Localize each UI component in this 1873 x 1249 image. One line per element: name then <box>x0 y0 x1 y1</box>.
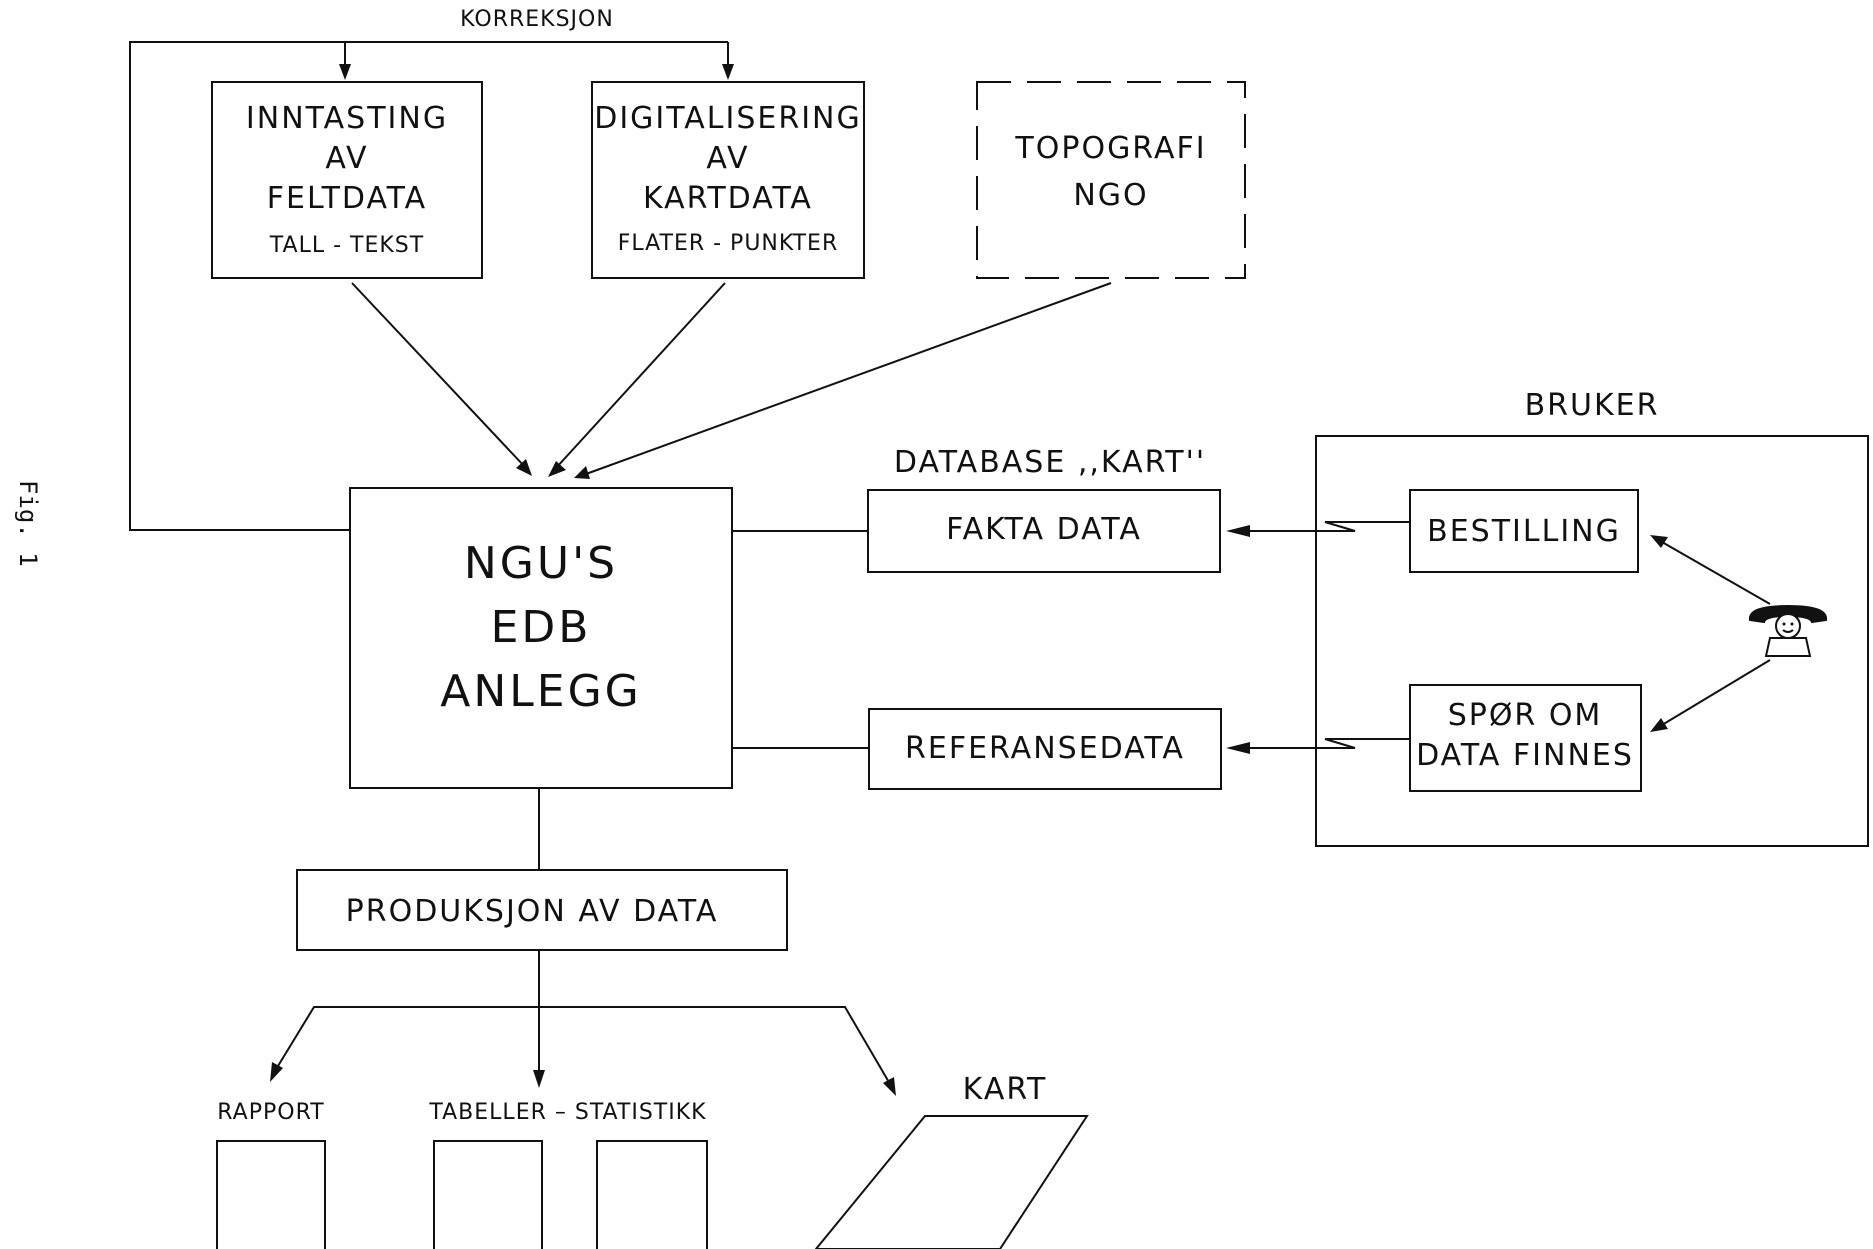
edb-line1: NGU'S <box>464 538 618 589</box>
korreksjon-label: KORREKSJON <box>460 7 614 32</box>
spor-line1: SPØR OM <box>1448 698 1603 733</box>
telephone-icon <box>1748 604 1828 657</box>
topografi-line2: NGO <box>1073 178 1148 213</box>
inntasting-line3: FELTDATA <box>267 181 427 216</box>
bruker-group: BRUKER BESTILLING SPØR OM DATA FINNES <box>1226 388 1869 847</box>
figure-label: Fig. 1 <box>14 480 42 567</box>
referansedata-label: REFERANSEDATA <box>905 731 1185 766</box>
tabeller-label: TABELLER – STATISTIKK <box>428 1100 706 1125</box>
database-group: DATABASE ,,KART'' FAKTA DATA REFERANSEDA… <box>732 445 1222 790</box>
digitalisering-line1: DIGITALISERING <box>594 101 862 136</box>
outputs-group: RAPPORT TABELLER – STATISTIKK KART <box>216 1072 1089 1249</box>
fakta-data-label: FAKTA DATA <box>946 512 1142 547</box>
digitalisering-line2: AV <box>706 141 749 176</box>
bruker-title: BRUKER <box>1525 388 1660 423</box>
inntasting-line2: AV <box>325 141 368 176</box>
digitalisering-line3: KARTDATA <box>643 181 813 216</box>
edb-box: NGU'S EDB ANLEGG <box>349 487 733 789</box>
produksjon-label: PRODUKSJON AV DATA <box>346 894 719 929</box>
korreksjon-loop: KORREKSJON <box>129 7 734 531</box>
digitalisering-box: DIGITALISERING AV KARTDATA FLATER - PUNK… <box>591 81 865 279</box>
digitalisering-sub: FLATER - PUNKTER <box>618 231 838 256</box>
inntasting-line1: INNTASTING <box>246 101 448 136</box>
kart-label: KART <box>963 1072 1048 1107</box>
topografi-line1: TOPOGRAFI <box>1014 131 1206 166</box>
inntasting-box: INNTASTING AV FELTDATA TALL - TEKST <box>211 81 483 279</box>
bestilling-label: BESTILLING <box>1427 514 1621 549</box>
topografi-box: TOPOGRAFI NGO <box>976 81 1246 279</box>
inntasting-sub: TALL - TEKST <box>269 233 424 258</box>
produksjon-group: PRODUKSJON AV DATA <box>270 788 896 1096</box>
edb-line2: EDB <box>491 602 592 653</box>
edb-line3: ANLEGG <box>440 666 642 717</box>
database-label: DATABASE ,,KART'' <box>894 445 1206 480</box>
input-arrows <box>351 282 1112 479</box>
rapport-label: RAPPORT <box>217 1100 324 1125</box>
spor-line2: DATA FINNES <box>1416 738 1634 773</box>
